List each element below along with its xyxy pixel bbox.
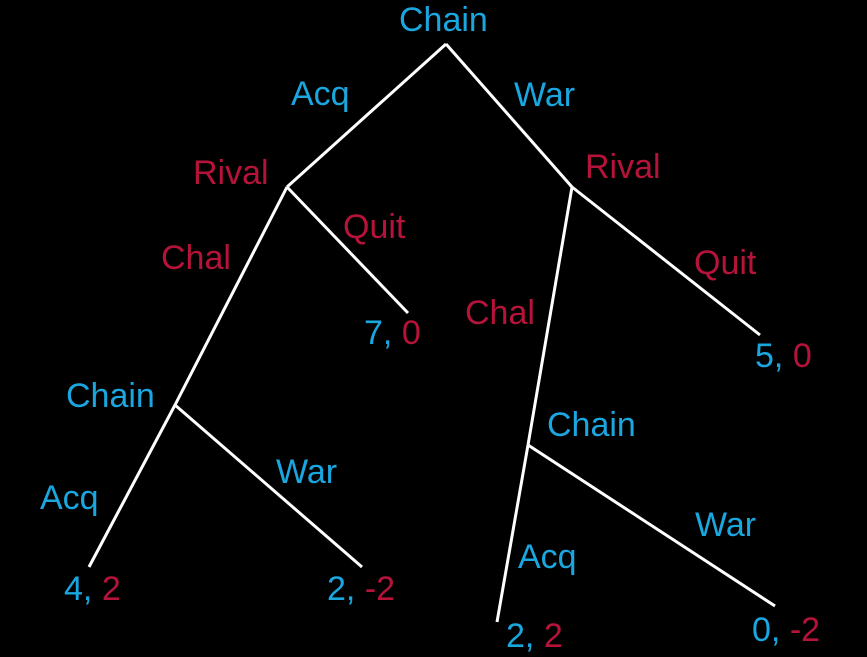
action-rival-left-chal: Chal xyxy=(161,239,231,277)
edge-chain-right-war xyxy=(527,443,776,608)
payoff-left-chain-acq: 4, 2 xyxy=(64,572,121,606)
action-root-war: War xyxy=(514,76,576,114)
payoff-p2: 0 xyxy=(401,314,421,352)
action-chain-left-war: War xyxy=(276,453,338,491)
edge-root-acq xyxy=(285,42,448,189)
edge-rival-right-chal xyxy=(526,186,574,446)
edge-chain-left-war xyxy=(174,403,363,569)
payoff-p2: -2 xyxy=(789,611,821,649)
payoff-p1: 4 xyxy=(64,570,83,608)
payoff-sep: , xyxy=(345,570,356,608)
payoff-sep: , xyxy=(770,611,781,649)
payoff-sep: , xyxy=(773,337,784,375)
payoff-p2: 0 xyxy=(792,337,812,375)
action-chain-right-war: War xyxy=(695,506,757,544)
node-rival-right: Rival xyxy=(585,148,661,186)
action-chain-left-acq: Acq xyxy=(40,479,99,517)
payoff-right-chain-acq: 2, 2 xyxy=(506,619,563,653)
node-root-chain: Chain xyxy=(399,1,488,39)
payoff-right-chain-war: 0, -2 xyxy=(752,613,820,647)
payoff-sep: , xyxy=(382,314,393,352)
action-root-acq: Acq xyxy=(291,75,350,113)
payoff-sep: , xyxy=(524,617,535,655)
action-rival-right-quit: Quit xyxy=(694,244,757,282)
payoff-left-quit: 7, 0 xyxy=(364,316,421,350)
node-chain-left: Chain xyxy=(66,377,155,415)
edge-rival-right-quit xyxy=(571,185,761,337)
payoff-p1: 2 xyxy=(506,617,525,655)
payoff-p2: -2 xyxy=(364,570,396,608)
payoff-p1: 5 xyxy=(755,337,774,375)
action-rival-left-quit: Quit xyxy=(343,208,406,246)
payoff-left-chain-war: 2, -2 xyxy=(327,572,395,606)
action-chain-right-acq: Acq xyxy=(518,538,577,576)
payoff-sep: , xyxy=(82,570,93,608)
edge-chain-left-acq xyxy=(87,404,177,568)
edge-rival-left-chal xyxy=(173,186,289,406)
payoff-p2: 2 xyxy=(543,617,563,655)
payoff-p1: 2 xyxy=(327,570,346,608)
action-rival-right-chal: Chal xyxy=(465,294,535,332)
node-rival-left: Rival xyxy=(193,154,269,192)
node-chain-right: Chain xyxy=(547,406,636,444)
payoff-p1: 0 xyxy=(752,611,771,649)
payoff-p1: 7 xyxy=(364,314,383,352)
payoff-p2: 2 xyxy=(101,570,121,608)
edge-chain-right-acq xyxy=(495,444,530,623)
edge-root-war xyxy=(444,43,574,188)
edge-rival-left-quit xyxy=(285,185,410,315)
payoff-right-quit: 5, 0 xyxy=(755,339,812,373)
